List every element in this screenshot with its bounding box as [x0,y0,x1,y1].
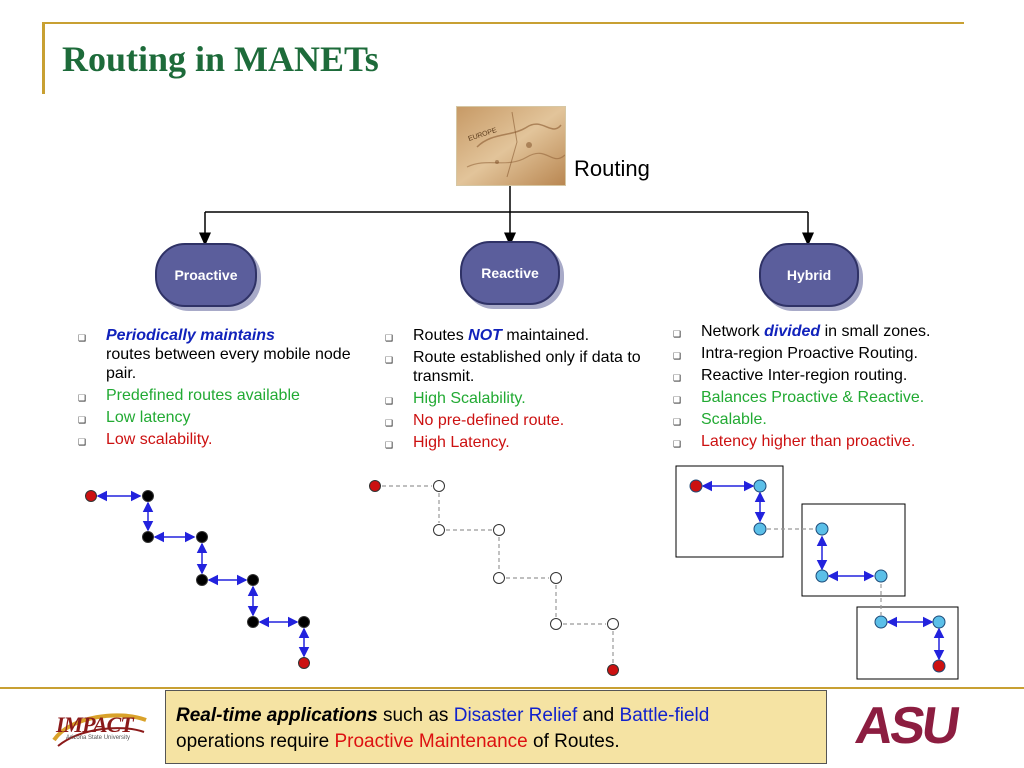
hybrid-nodes [689,479,946,673]
reactive-point-1-keyword: NOT [468,327,502,344]
callout-t4: and [577,705,620,726]
bullet-icon: ❑ [673,373,682,383]
asu-logo: ASU [851,697,961,755]
hybrid-point-2-text: Intra-region Proactive Routing. [701,345,918,362]
hybrid-point-4-text: Balances Proactive & Reactive. [701,389,925,406]
hybrid-points: ❑ Network divided in small zones. ❑ Intr… [673,322,1013,454]
reactive-point-4-text: No pre-defined route. [413,412,565,429]
reactive-points: ❑ Routes NOT maintained. ❑ Route establi… [385,326,645,455]
reactive-network [382,485,614,663]
reactive-point-3-text: High Scalability. [413,390,526,407]
callout-t7: Proactive Maintenance [334,731,528,752]
reactive-point-1-pre: Routes [413,327,469,344]
proactive-point-3-text: Low latency [106,409,191,426]
bullet-icon: ❑ [78,415,87,425]
category-proactive-label: Proactive [174,267,238,283]
callout-t1: Real-time applications [176,705,378,726]
hybrid-point-6-text: Latency higher than proactive. [701,433,916,450]
bullet-icon: ❑ [673,395,682,405]
bullet-icon: ❑ [385,418,394,428]
proactive-point-2-text: Predefined routes available [106,387,300,404]
category-hybrid: Hybrid [759,243,859,307]
root-label: Routing [574,156,650,181]
bullet-icon: ❑ [385,396,394,406]
category-reactive: Reactive [460,241,560,305]
callout-t3: Disaster Relief [453,705,578,726]
reactive-point-1-post: maintained. [501,327,590,344]
impact-logo [50,706,150,752]
proactive-point-1-keyword: Periodically maintains [106,327,275,344]
bullet-icon: ❑ [385,440,394,450]
slide-title: Routing in MANETs [62,39,379,79]
proactive-point-4-text: Low scalability. [106,431,213,448]
hybrid-point-5-text: Scalable. [701,411,767,428]
hybrid-intra-links [701,480,945,661]
title-accent-bar [42,22,45,94]
reactive-point-5: ❑ High Latency. [385,433,645,452]
reactive-point-2: ❑ Route established only if data to tran… [385,348,645,386]
bullet-icon: ❑ [673,417,682,427]
bullet-icon: ❑ [78,393,87,403]
hybrid-point-1: ❑ Network divided in small zones. [673,322,1013,341]
hybrid-point-1-keyword: divided [764,323,821,340]
hybrid-point-3: ❑ Reactive Inter-region routing. [673,366,1013,385]
category-reactive-label: Reactive [481,265,539,281]
bullet-icon: ❑ [385,355,394,365]
hybrid-point-3-text: Reactive Inter-region routing. [701,367,908,384]
proactive-point-3: ❑ Low latency [78,408,358,427]
proactive-point-2: ❑ Predefined routes available [78,386,358,405]
callout-t6: operations require [176,731,335,752]
hybrid-point-1-post: in small zones. [820,323,931,340]
reactive-point-1: ❑ Routes NOT maintained. [385,326,645,345]
impact-logo-text: IMPACT [56,712,134,737]
proactive-nodes [85,490,310,669]
title-divider [42,22,964,24]
callout-t2: such as [377,705,454,726]
proactive-point-4: ❑ Low scalability. [78,430,358,449]
hybrid-inter-links [767,528,882,615]
category-hybrid-label: Hybrid [786,267,832,283]
callout-t8: of Routes. [527,731,620,752]
proactive-point-1: ❑ Periodically maintains routes between … [78,326,358,383]
hybrid-point-2: ❑ Intra-region Proactive Routing. [673,344,1013,363]
proactive-network [96,490,310,658]
callout-t5: Battle-field [619,705,710,726]
bullet-icon: ❑ [673,351,682,361]
hybrid-point-1-pre: Network [701,323,765,340]
proactive-point-1-text: routes between every mobile node pair. [106,346,351,382]
bullet-icon: ❑ [78,333,87,343]
hybrid-point-5: ❑ Scalable. [673,410,1013,429]
bullet-icon: ❑ [78,437,87,447]
reactive-point-2-text: Route established only if data to transm… [413,349,641,385]
proactive-points: ❑ Periodically maintains routes between … [78,326,358,452]
reactive-nodes [369,480,619,676]
hybrid-point-6: ❑ Latency higher than proactive. [673,432,1013,451]
hybrid-zones [675,465,959,680]
europe-map-image: EUROPE [456,106,566,186]
reactive-point-4: ❑ No pre-defined route. [385,411,645,430]
callout-box: Real-time applications such as Disaster … [165,690,827,764]
bullet-icon: ❑ [673,329,682,339]
bullet-icon: ❑ [673,439,682,449]
reactive-point-5-text: High Latency. [413,434,510,451]
hybrid-point-4: ❑ Balances Proactive & Reactive. [673,388,1013,407]
impact-logo-subtext: Arizona State University [66,735,131,741]
reactive-point-3: ❑ High Scalability. [385,389,645,408]
category-proactive: Proactive [155,243,257,307]
bullet-icon: ❑ [385,333,394,343]
footer-divider [0,687,1024,689]
